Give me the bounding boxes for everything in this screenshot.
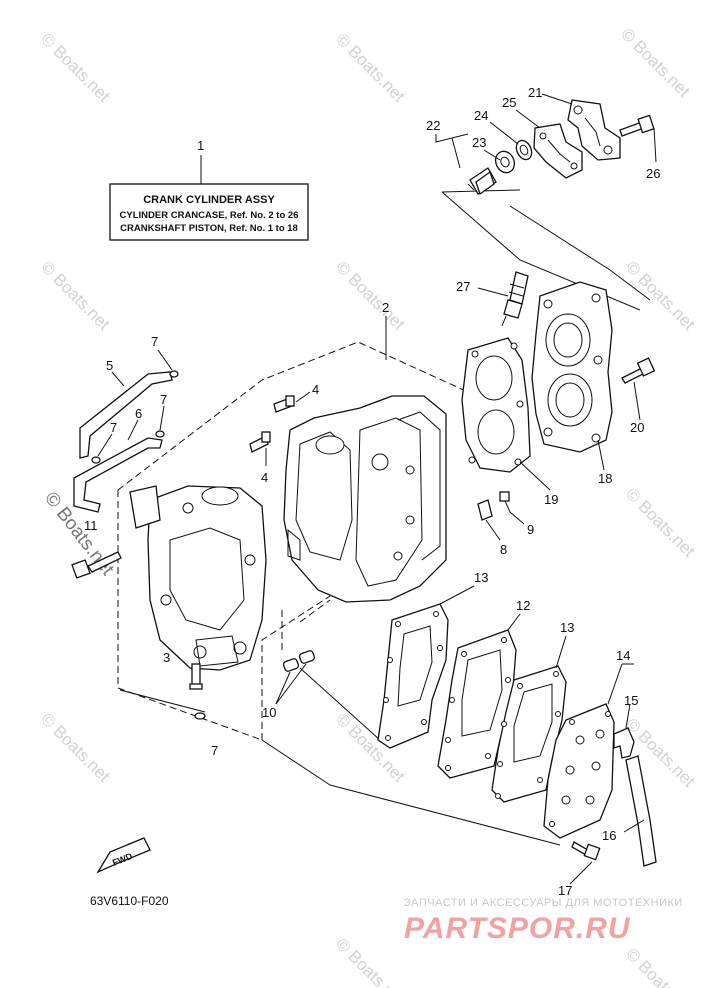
callout-21: 21 [528,85,542,100]
callout-1: 1 [197,138,204,153]
part-7-seals [91,349,179,464]
callout-10: 10 [262,705,276,720]
callout-7: 7 [160,392,167,407]
callout-26: 26 [646,166,660,181]
callout-25: 25 [502,95,516,110]
callout-23: 23 [472,135,486,150]
watermark-text: © Boats.net [332,934,409,988]
brand-logo: ЗАПЧАСТИ И АКСЕССУАРЫ ДЛЯ МОТОТЕХНИКИ PA… [404,897,683,945]
part-9-screw [499,491,525,525]
part-25-gasket [533,123,583,179]
part-3-bolt [189,663,203,690]
callout-27: 27 [456,279,470,294]
part-19-head-gasket [461,337,551,491]
callout-22: 22 [426,118,440,133]
part-26-bolt [619,114,657,163]
part-16-hose [623,755,657,867]
part-4-screws [249,391,311,466]
callout-4: 4 [312,382,319,397]
watermark-text: © Boats.net [622,484,699,561]
brand-name: PARTSPOR.RU [404,912,631,945]
callout-17: 17 [558,883,572,898]
brand-tagline: ЗАПЧАСТИ И АКСЕССУАРЫ ДЛЯ МОТОТЕХНИКИ [404,897,683,909]
part-6-hose [73,437,163,513]
callout-7: 7 [211,743,218,758]
part-17-bolt [569,841,601,885]
callout-16: 16 [602,828,616,843]
watermark-text: © Boats.net [37,29,114,106]
callout-2: 2 [382,300,389,315]
watermark-text: © Boats.net [37,257,114,334]
callout-5: 5 [106,358,113,373]
part-13-gasket-right [491,635,567,803]
callout-13: 13 [560,620,574,635]
part-13-gasket-left [377,585,475,749]
callout-15: 15 [624,693,638,708]
part-20-bolt [621,357,656,421]
part-8-clip [477,499,501,541]
callout-19: 19 [544,492,558,507]
part-11-bolt [71,551,122,579]
crankcase-half [129,485,267,671]
callout-3: 3 [163,650,170,665]
watermark-text: © Boats.net [622,257,699,334]
forward-arrow-icon: FWD [96,837,151,874]
part-12-plate [437,613,521,779]
label-box-line2: CRANKSHAFT PISTON, Ref. No. 1 to 18 [120,223,298,234]
part-21-cover [567,99,621,161]
part-5-hose [79,371,173,459]
callout-4: 4 [261,470,268,485]
part-23-grommet [494,150,516,174]
label-box-line1: CYLINDER CRANCASE, Ref. No. 2 to 26 [120,210,299,221]
callout-9: 9 [527,522,534,537]
callout-18: 18 [598,471,612,486]
part-24-seal [515,139,533,161]
watermark-text: © Boats.net [37,709,114,786]
callout-13: 13 [474,570,488,585]
callout-20: 20 [630,420,644,435]
diagram-code: 63V6110-F020 [90,894,169,908]
part-7-seal-bottom [194,712,206,720]
watermark-text: © Boats.net [617,24,694,101]
callout-14: 14 [616,648,630,663]
callout-24: 24 [474,108,488,123]
part-2-cylinder-block [283,316,447,603]
part-15-fitting [613,703,635,759]
callout-7: 7 [110,420,117,435]
callout-8: 8 [500,542,507,557]
watermark-text: © Boats.net [622,944,699,988]
callout-11: 11 [84,518,98,533]
part-27-spark-plug [477,271,529,327]
part-22-thermostat [467,167,497,196]
part-14-cover [543,663,634,839]
part-10-dowel-pins [275,650,316,705]
callout-6: 6 [135,406,142,421]
watermark-text: © Boats.net [332,29,409,106]
callout-12: 12 [516,598,530,613]
label-box-title: CRANK CYLINDER ASSY [143,194,275,206]
callout-7: 7 [151,334,158,349]
part-18-cylinder-head [531,281,613,471]
callout-labels: 1 2 3 4 4 5 6 7 7 7 7 8 9 10 11 12 13 13… [84,85,660,898]
watermark-text: © Boats.net [332,257,409,334]
assembly-label-box: CRANK CYLINDER ASSY CYLINDER CRANCASE, R… [109,155,309,241]
